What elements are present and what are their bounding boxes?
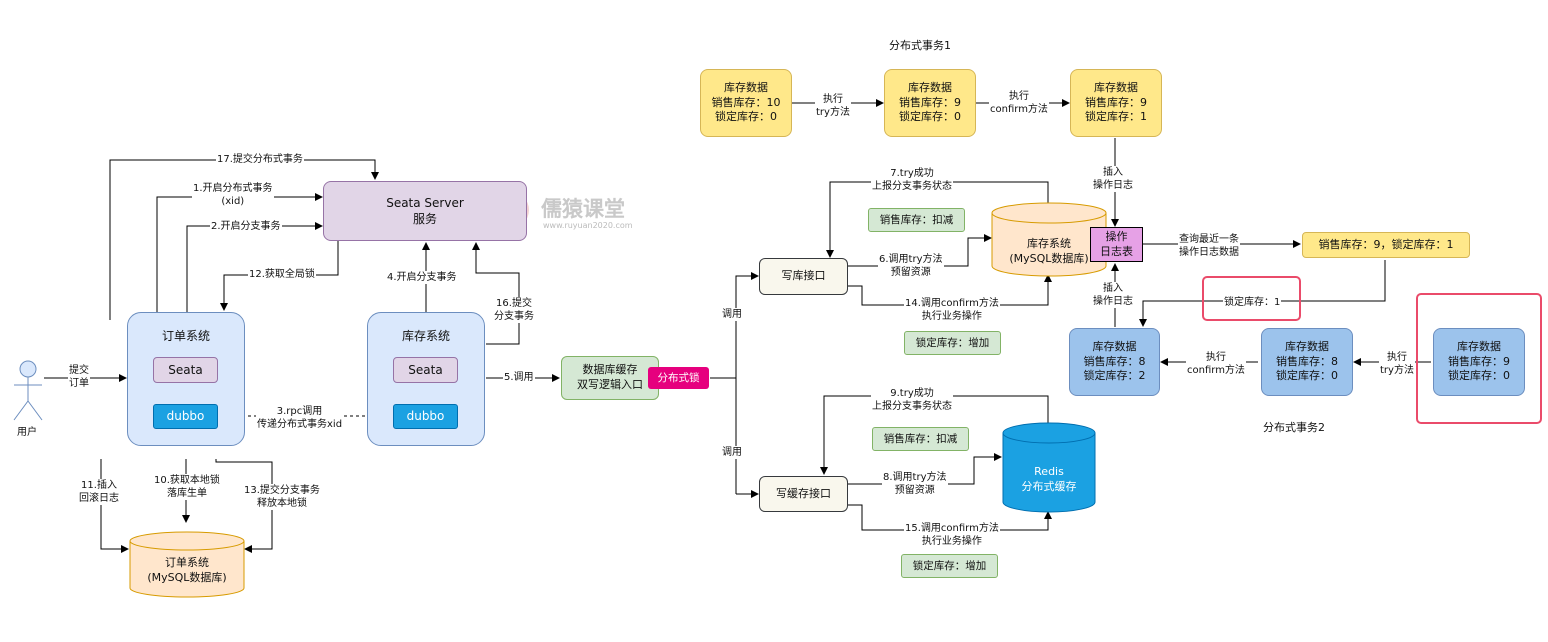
tx1-title: 分布式事务1 (888, 39, 952, 54)
order-seata-client: Seata (153, 357, 218, 383)
order-dubbo-client: dubbo (153, 404, 218, 429)
edge-6: 6.调用try方法 预留资源 (878, 253, 944, 279)
inventory-system-title: 库存系统 (401, 329, 450, 343)
operation-log-result: 销售库存：9，锁定库存：1 (1302, 232, 1470, 258)
edge-14: 14.调用confirm方法 执行业务操作 (904, 297, 1000, 323)
tx2-inventory-box-try: 库存数据 销售库存：8 锁定库存：0 (1261, 328, 1353, 396)
edge-query-log: 查询最近一条 操作日志数据 (1178, 233, 1240, 259)
edge-call-bottom: 调用 (721, 446, 743, 459)
edge-4: 4.开启分支事务 (386, 271, 458, 284)
edge-insert-log-2: 插入 操作日志 (1092, 282, 1134, 308)
locked-stock-note: 锁定库存：1 (1223, 296, 1282, 309)
inventory-database: 库存系统 (MySQL数据库) (1009, 237, 1089, 265)
tag-lock-add-2: 锁定库存：增加 (901, 554, 998, 578)
edge-exec-try-1: 执行 try方法 (815, 93, 851, 119)
write-db-api: 写库接口 (759, 258, 848, 295)
tag-sale-deduct-1: 销售库存：扣减 (868, 208, 965, 232)
edge-insert-log-1: 插入 操作日志 (1092, 166, 1134, 192)
watermark-brand: 儒猿课堂 (541, 197, 625, 221)
locked-stock-highlight (1202, 276, 1301, 321)
edge-3: 3.rpc调用 传递分布式事务xid (256, 405, 344, 431)
edge-call-top: 调用 (721, 308, 743, 321)
user-label: 用户 (16, 426, 38, 439)
tx1-inventory-box-2: 库存数据 销售库存：9 锁定库存：0 (884, 69, 976, 137)
tx1-inventory-box-1: 库存数据 销售库存：10 锁定库存：0 (700, 69, 792, 137)
order-system-title: 订单系统 (161, 329, 210, 343)
redis-cache: Redis 分布式缓存 (1021, 465, 1077, 493)
edge-9: 9.try成功 上报分支事务状态 (871, 387, 953, 413)
tag-sale-deduct-2: 销售库存：扣减 (872, 427, 969, 451)
edge-12: 12.获取全局锁 (248, 268, 316, 281)
edge-exec-confirm-1: 执行 confirm方法 (989, 90, 1049, 116)
tx2-inventory-box-result: 库存数据 销售库存：8 锁定库存：2 (1069, 328, 1160, 396)
tag-lock-add-1: 锁定库存：增加 (904, 331, 1001, 355)
edge-5: 5.调用 (503, 371, 535, 384)
operation-log-table: 操作 日志表 (1090, 227, 1143, 262)
edge-2: 2.开启分支事务 (210, 220, 282, 233)
double-write-entry: 数据库缓存 双写逻辑入口 (561, 356, 659, 400)
edge-8: 8.调用try方法 预留资源 (882, 471, 948, 497)
edge-exec-try-2: 执行 try方法 (1379, 351, 1415, 377)
edge-10: 10.获取本地锁 落库生单 (153, 474, 221, 500)
edge-1: 1.开启分布式事务 (xid) (192, 182, 274, 208)
inventory-seata-client: Seata (393, 357, 458, 383)
tx2-start-highlight (1416, 293, 1542, 424)
edge-exec-confirm-2: 执行 confirm方法 (1186, 351, 1246, 377)
edge-16: 16.提交 分支事务 (493, 297, 535, 323)
distributed-lock: 分布式锁 (648, 367, 709, 389)
edge-submit-order: 提交 订单 (68, 364, 90, 390)
tx2-inventory-box-start: 库存数据 销售库存：9 锁定库存：0 (1433, 328, 1525, 396)
seata-server-title: Seata Server 服务 (386, 195, 464, 226)
inventory-dubbo-client: dubbo (393, 404, 458, 429)
tx2-title: 分布式事务2 (1262, 421, 1326, 436)
edge-7: 7.try成功 上报分支事务状态 (871, 167, 953, 193)
order-database: 订单系统 (MySQL数据库) (147, 556, 227, 584)
write-cache-api: 写缓存接口 (759, 476, 848, 512)
watermark-url: www.ruyuan2020.com (543, 221, 633, 230)
edge-17: 17.提交分布式事务 (216, 153, 304, 166)
edge-13: 13.提交分支事务 释放本地锁 (243, 484, 321, 510)
tx1-inventory-box-3: 库存数据 销售库存：9 锁定库存：1 (1070, 69, 1162, 137)
user-icon (14, 360, 42, 420)
edge-11: 11.插入 回滚日志 (78, 479, 120, 505)
edge-15: 15.调用confirm方法 执行业务操作 (904, 522, 1000, 548)
seata-server: Seata Server 服务 (323, 181, 527, 241)
